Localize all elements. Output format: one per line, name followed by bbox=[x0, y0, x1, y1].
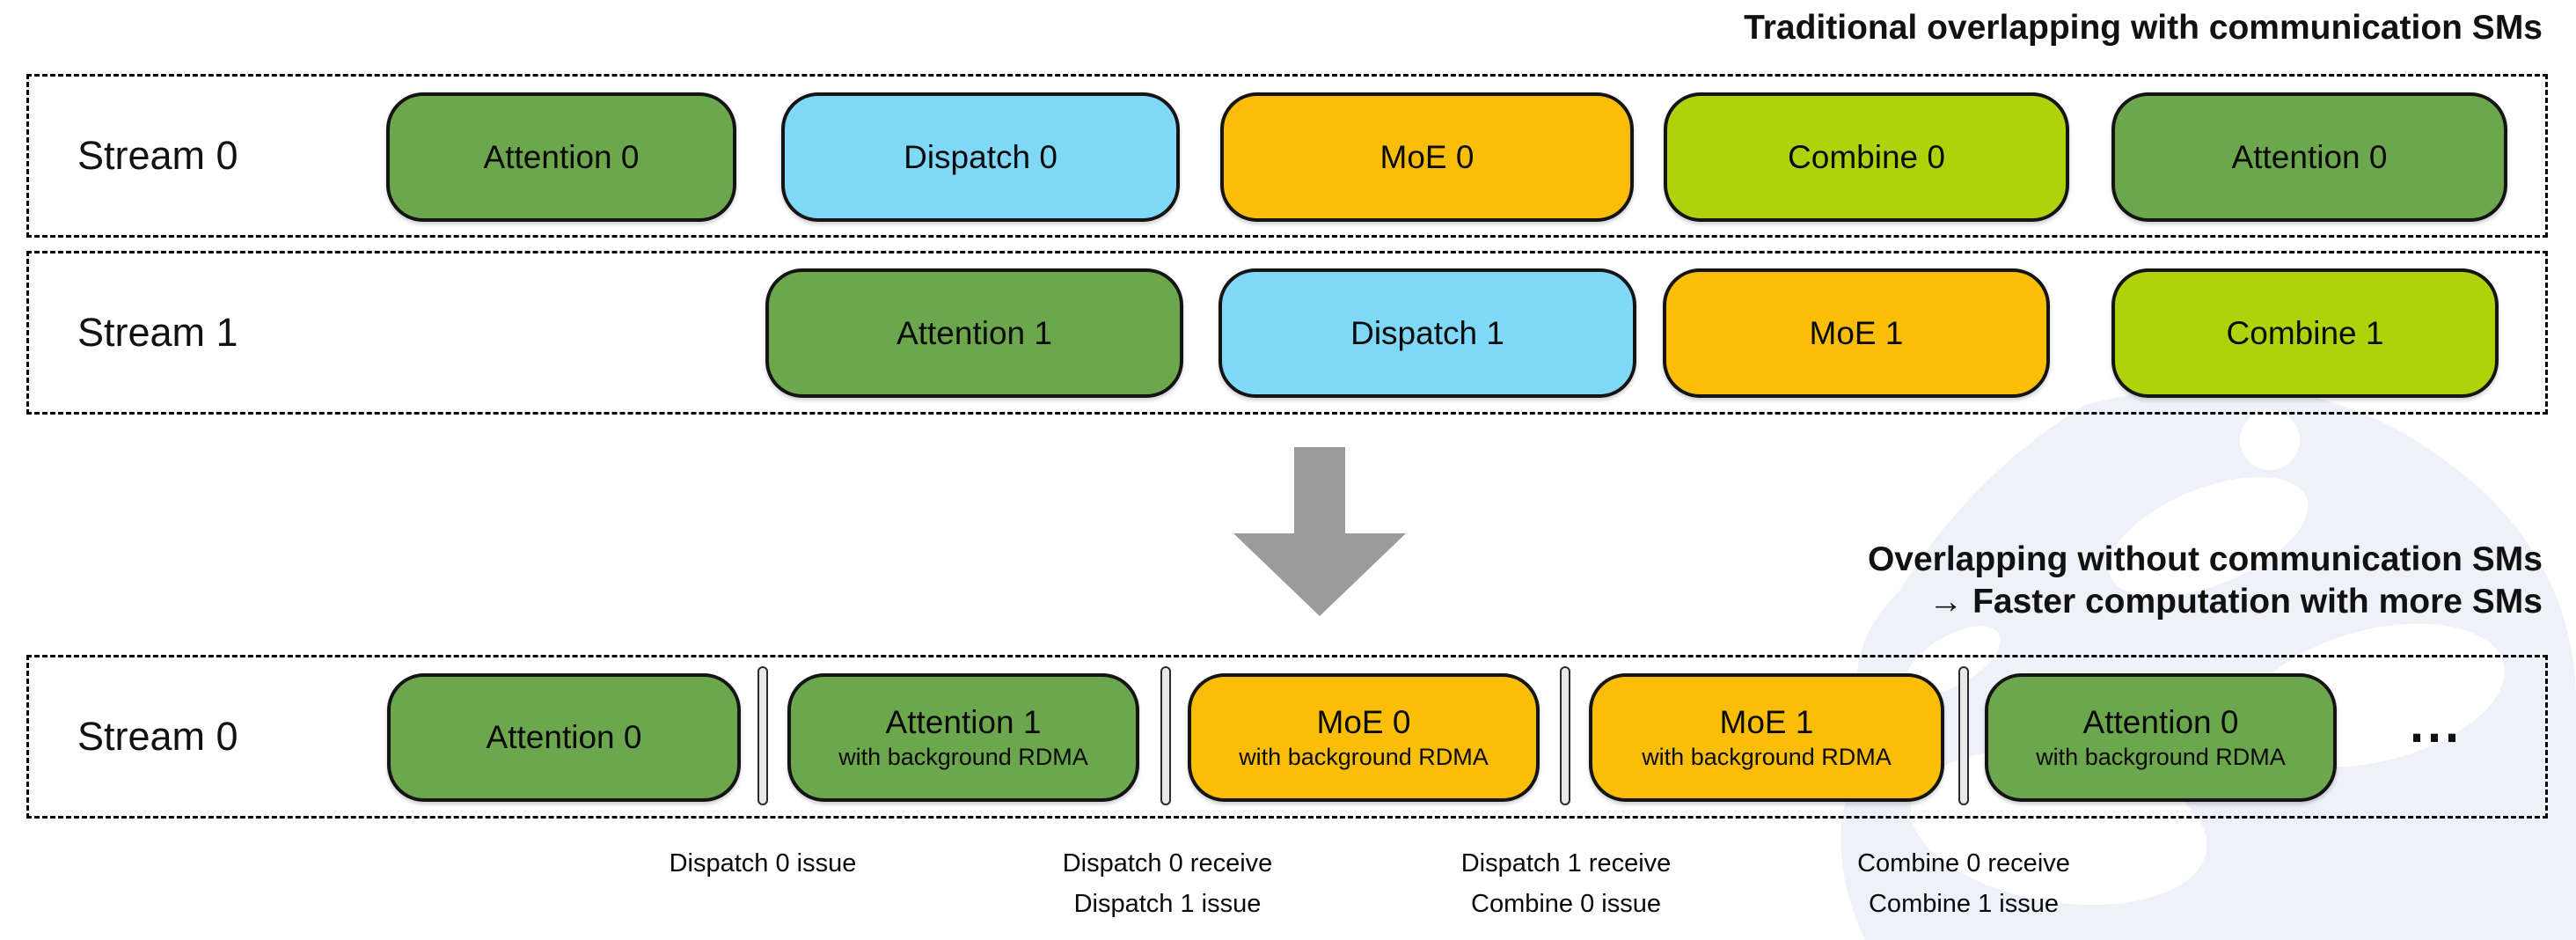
continuation-ellipsis: ⋯ bbox=[2408, 707, 2466, 766]
task-block-attention-0: Attention 0 bbox=[387, 673, 741, 802]
task-block-label: Combine 0 bbox=[1788, 138, 1945, 175]
annotation-line: Dispatch 0 issue bbox=[669, 849, 857, 878]
task-block-moe-1: MoE 1 bbox=[1663, 268, 2050, 398]
annotation-combine0-receive: Combine 0 receive Combine 1 issue bbox=[1857, 843, 2070, 924]
task-block-attention-0-next: Attention 0 bbox=[2111, 92, 2507, 222]
annotation-line: Combine 0 receive bbox=[1857, 849, 2070, 878]
task-block-label: MoE 1 bbox=[1719, 704, 1814, 740]
task-block-label: Combine 1 bbox=[2226, 314, 2384, 351]
stream-separator-2 bbox=[1160, 666, 1171, 805]
overlap-title-line1: Overlapping without communication SMs bbox=[1867, 540, 2543, 578]
task-block-label: Attention 0 bbox=[2082, 704, 2239, 740]
task-block-combine-1: Combine 1 bbox=[2111, 268, 2499, 398]
task-block-dispatch-1: Dispatch 1 bbox=[1218, 268, 1636, 398]
task-block-attention-0: Attention 0 bbox=[386, 92, 736, 222]
lane-stream0-traditional: Stream 0 Attention 0 Dispatch 0 MoE 0 Co… bbox=[26, 74, 2548, 238]
overlap-title-line2: → Faster computation with more SMs bbox=[1928, 583, 2543, 621]
lane-stream1-traditional: Stream 1 Attention 1 Dispatch 1 MoE 1 Co… bbox=[26, 251, 2548, 415]
annotation-line: Combine 1 issue bbox=[1868, 890, 2059, 918]
task-block-label: Attention 1 bbox=[896, 314, 1052, 351]
stream-separator-1 bbox=[757, 666, 768, 805]
lane-label-stream0-bottom: Stream 0 bbox=[77, 714, 238, 759]
task-block-moe-0: MoE 0 bbox=[1220, 92, 1634, 222]
down-arrow-head bbox=[1233, 533, 1406, 616]
task-block-label: Attention 0 bbox=[486, 719, 642, 755]
task-block-label: Dispatch 1 bbox=[1350, 314, 1504, 351]
task-block-label: Dispatch 0 bbox=[904, 138, 1057, 175]
task-block-sublabel: with background RDMA bbox=[838, 744, 1088, 770]
annotation-dispatch0-receive: Dispatch 0 receive Dispatch 1 issue bbox=[1063, 843, 1273, 924]
task-block-label: MoE 0 bbox=[1379, 138, 1475, 175]
lane-label-stream0: Stream 0 bbox=[77, 133, 238, 178]
task-block-attention-1: Attention 1 bbox=[765, 268, 1183, 398]
task-block-attention-0-rdma: Attention 0 with background RDMA bbox=[1985, 673, 2337, 802]
annotation-line: Dispatch 0 receive bbox=[1062, 849, 1273, 878]
stream-separator-4 bbox=[1958, 666, 1969, 805]
annotation-line: Combine 0 issue bbox=[1471, 890, 1661, 918]
task-block-sublabel: with background RDMA bbox=[1239, 744, 1489, 770]
task-block-attention-1-rdma: Attention 1 with background RDMA bbox=[787, 673, 1139, 802]
task-block-label: MoE 1 bbox=[1809, 314, 1904, 351]
task-block-moe-0-rdma: MoE 0 with background RDMA bbox=[1188, 673, 1540, 802]
task-block-label: Attention 0 bbox=[2231, 138, 2388, 175]
annotation-line: Dispatch 1 issue bbox=[1073, 890, 1262, 918]
task-block-moe-1-rdma: MoE 1 with background RDMA bbox=[1589, 673, 1944, 802]
traditional-title: Traditional overlapping with communicati… bbox=[1744, 9, 2543, 47]
annotation-dispatch0-issue: Dispatch 0 issue bbox=[670, 843, 857, 884]
task-block-dispatch-0: Dispatch 0 bbox=[781, 92, 1180, 222]
task-block-label: Attention 0 bbox=[483, 138, 640, 175]
annotation-dispatch1-receive: Dispatch 1 receive Combine 0 issue bbox=[1461, 843, 1672, 924]
overlap-title: Overlapping without communication SMs → … bbox=[1868, 539, 2543, 623]
task-block-label: MoE 0 bbox=[1316, 704, 1411, 740]
down-arrow-icon bbox=[1233, 447, 1406, 616]
task-block-label: Attention 1 bbox=[885, 704, 1042, 740]
task-block-sublabel: with background RDMA bbox=[1642, 744, 1892, 770]
task-block-combine-0: Combine 0 bbox=[1664, 92, 2069, 222]
lane-stream0-no-comm-sms: Stream 0 Attention 0 Attention 1 with ba… bbox=[26, 655, 2548, 819]
lane-label-stream1: Stream 1 bbox=[77, 310, 238, 355]
task-block-sublabel: with background RDMA bbox=[2036, 744, 2286, 770]
annotation-line: Dispatch 1 receive bbox=[1460, 849, 1672, 878]
down-arrow-shaft bbox=[1294, 447, 1345, 535]
stream-separator-3 bbox=[1560, 666, 1570, 805]
